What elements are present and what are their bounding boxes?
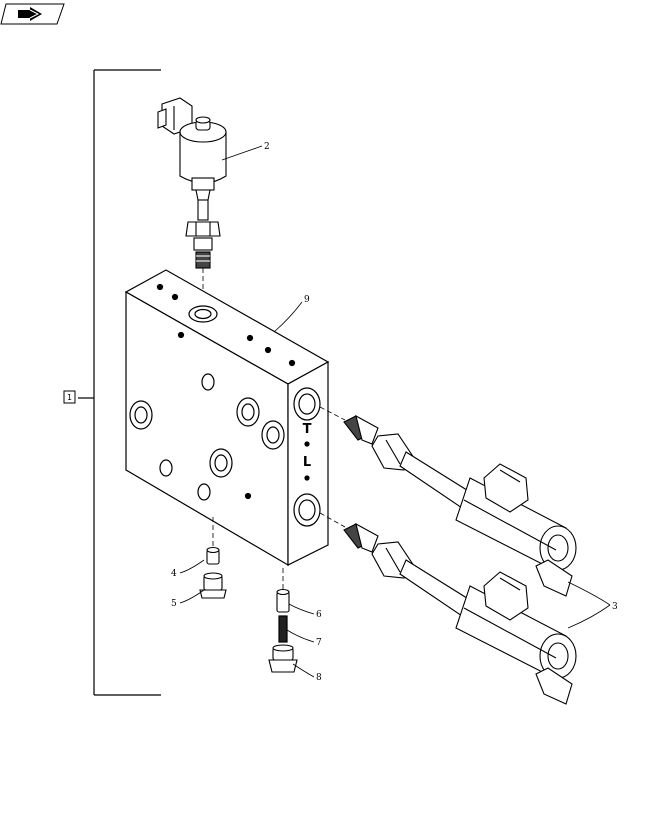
spring-item-7 — [278, 615, 288, 643]
plug-item-8 — [268, 644, 298, 673]
callout-3[interactable]: 3 — [612, 602, 618, 612]
manifold-block — [124, 269, 330, 567]
center-line — [319, 512, 346, 528]
callout-5[interactable]: 5 — [171, 599, 177, 609]
callout-2[interactable]: 2 — [264, 142, 270, 152]
callout-7[interactable]: 7 — [316, 638, 322, 648]
back-arrow-icon — [18, 7, 42, 21]
callout-8[interactable]: 8 — [316, 673, 322, 683]
sleeve-item-6 — [276, 588, 290, 613]
upper-side-solenoid-valve — [343, 414, 577, 597]
callout-6[interactable]: 6 — [316, 610, 322, 620]
center-line — [319, 406, 346, 421]
plug-item-5 — [199, 572, 227, 599]
callout-4[interactable]: 4 — [171, 569, 177, 579]
group-label-box[interactable]: 1 — [63, 390, 76, 404]
tank-port-marking: T — [303, 422, 312, 437]
load-port-marking: L — [303, 455, 311, 470]
callout-9[interactable]: 9 — [304, 295, 310, 305]
top-solenoid-valve — [157, 97, 227, 269]
assembly-bracket — [78, 69, 161, 696]
back-button[interactable] — [0, 3, 65, 25]
group-label: 1 — [67, 393, 72, 402]
leader-lines — [179, 145, 611, 678]
plug-item-4 — [206, 546, 220, 565]
lower-side-solenoid-valve — [343, 522, 577, 705]
